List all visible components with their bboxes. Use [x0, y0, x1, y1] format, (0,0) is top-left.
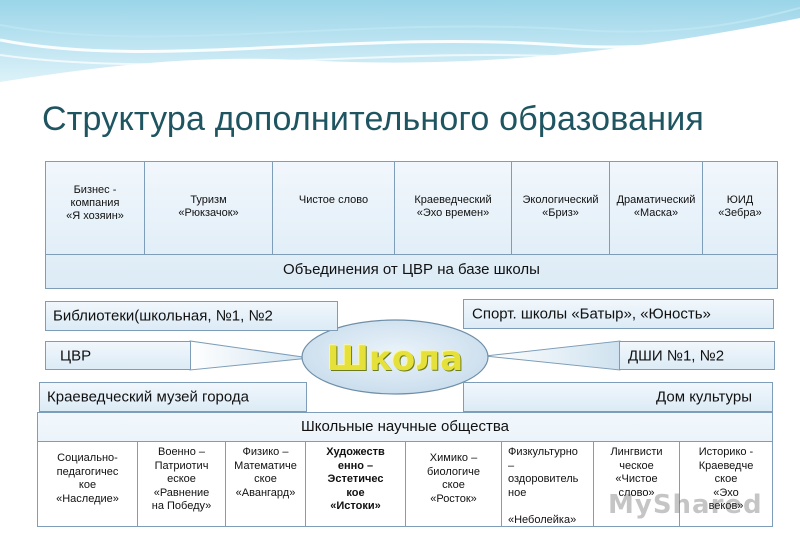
association-local-history: Краеведческий «Эхо времен» [395, 162, 512, 254]
dshi-box: ДШИ №1, №2 [619, 341, 775, 370]
cvr-associations-block: Бизнес - компания «Я хозяин» Туризм «Рюк… [45, 161, 778, 289]
society-linguistic: Лингвисти ческое «Чистое слово» [594, 442, 680, 526]
museum-label: Краеведческий музей города [47, 388, 249, 406]
scientific-societies-header: Школьные научные общества [301, 418, 509, 435]
scientific-societies-block: Школьные научные общества Социально- пед… [37, 412, 773, 527]
society-social-pedagogical: Социально- педагогичес кое «Наследие» [38, 442, 138, 526]
libraries-label: Библиотеки(школьная, №1, №2 [53, 307, 273, 325]
right-arrow [484, 340, 621, 371]
dshi-label: ДШИ №1, №2 [628, 347, 725, 364]
societies-row: Социально- педагогичес кое «Наследие» Во… [38, 441, 772, 526]
society-arts-aesthetic: Художеств енно – Эстетичес кое «Истоки» [306, 442, 406, 526]
association-business: Бизнес - компания «Я хозяин» [46, 162, 145, 254]
sport-schools-label: Спорт. школы «Батыр», «Юность» [472, 305, 711, 323]
cvr-box: ЦВР [45, 341, 191, 370]
culture-house-label: Дом культуры [656, 388, 752, 406]
associations-row: Бизнес - компания «Я хозяин» Туризм «Рюк… [46, 162, 777, 255]
museum-box: Краеведческий музей города [39, 382, 307, 412]
cvr-label: ЦВР [60, 347, 92, 364]
associations-footer: Объединения от ЦВР на базе школы [283, 261, 540, 278]
association-ecology: Экологический «Бриз» [512, 162, 610, 254]
association-yuid: ЮИД «Зебра» [718, 194, 762, 219]
left-arrow [189, 340, 311, 371]
header-waves [0, 0, 800, 82]
page-title: Структура дополнительного образования [42, 100, 704, 138]
association-drama: Драматический «Маска» [610, 162, 703, 254]
society-chem-bio: Химико – биологиче ское «Росток» [406, 442, 502, 526]
society-physics-math: Физико – Математиче ское «Авангард» [226, 442, 306, 526]
sport-schools-box: Спорт. школы «Батыр», «Юность» [463, 299, 774, 329]
association-tourism: Туризм «Рюкзачок» [145, 162, 273, 254]
society-history-local: Историко - Краеведче ское «Эхо веков» [698, 446, 754, 512]
culture-house-box: Дом культуры [463, 382, 773, 412]
watermark-logo: MyShared [608, 490, 763, 520]
society-military-patriotic: Военно – Патриотич еское «Равнение на По… [138, 442, 226, 526]
society-physical-health: Физкультурно – оздоровитель ное «Неболей… [502, 442, 594, 526]
association-clean-word: Чистое слово [273, 162, 395, 254]
libraries-box: Библиотеки(школьная, №1, №2 [45, 301, 338, 331]
school-label: Школа [326, 339, 464, 379]
